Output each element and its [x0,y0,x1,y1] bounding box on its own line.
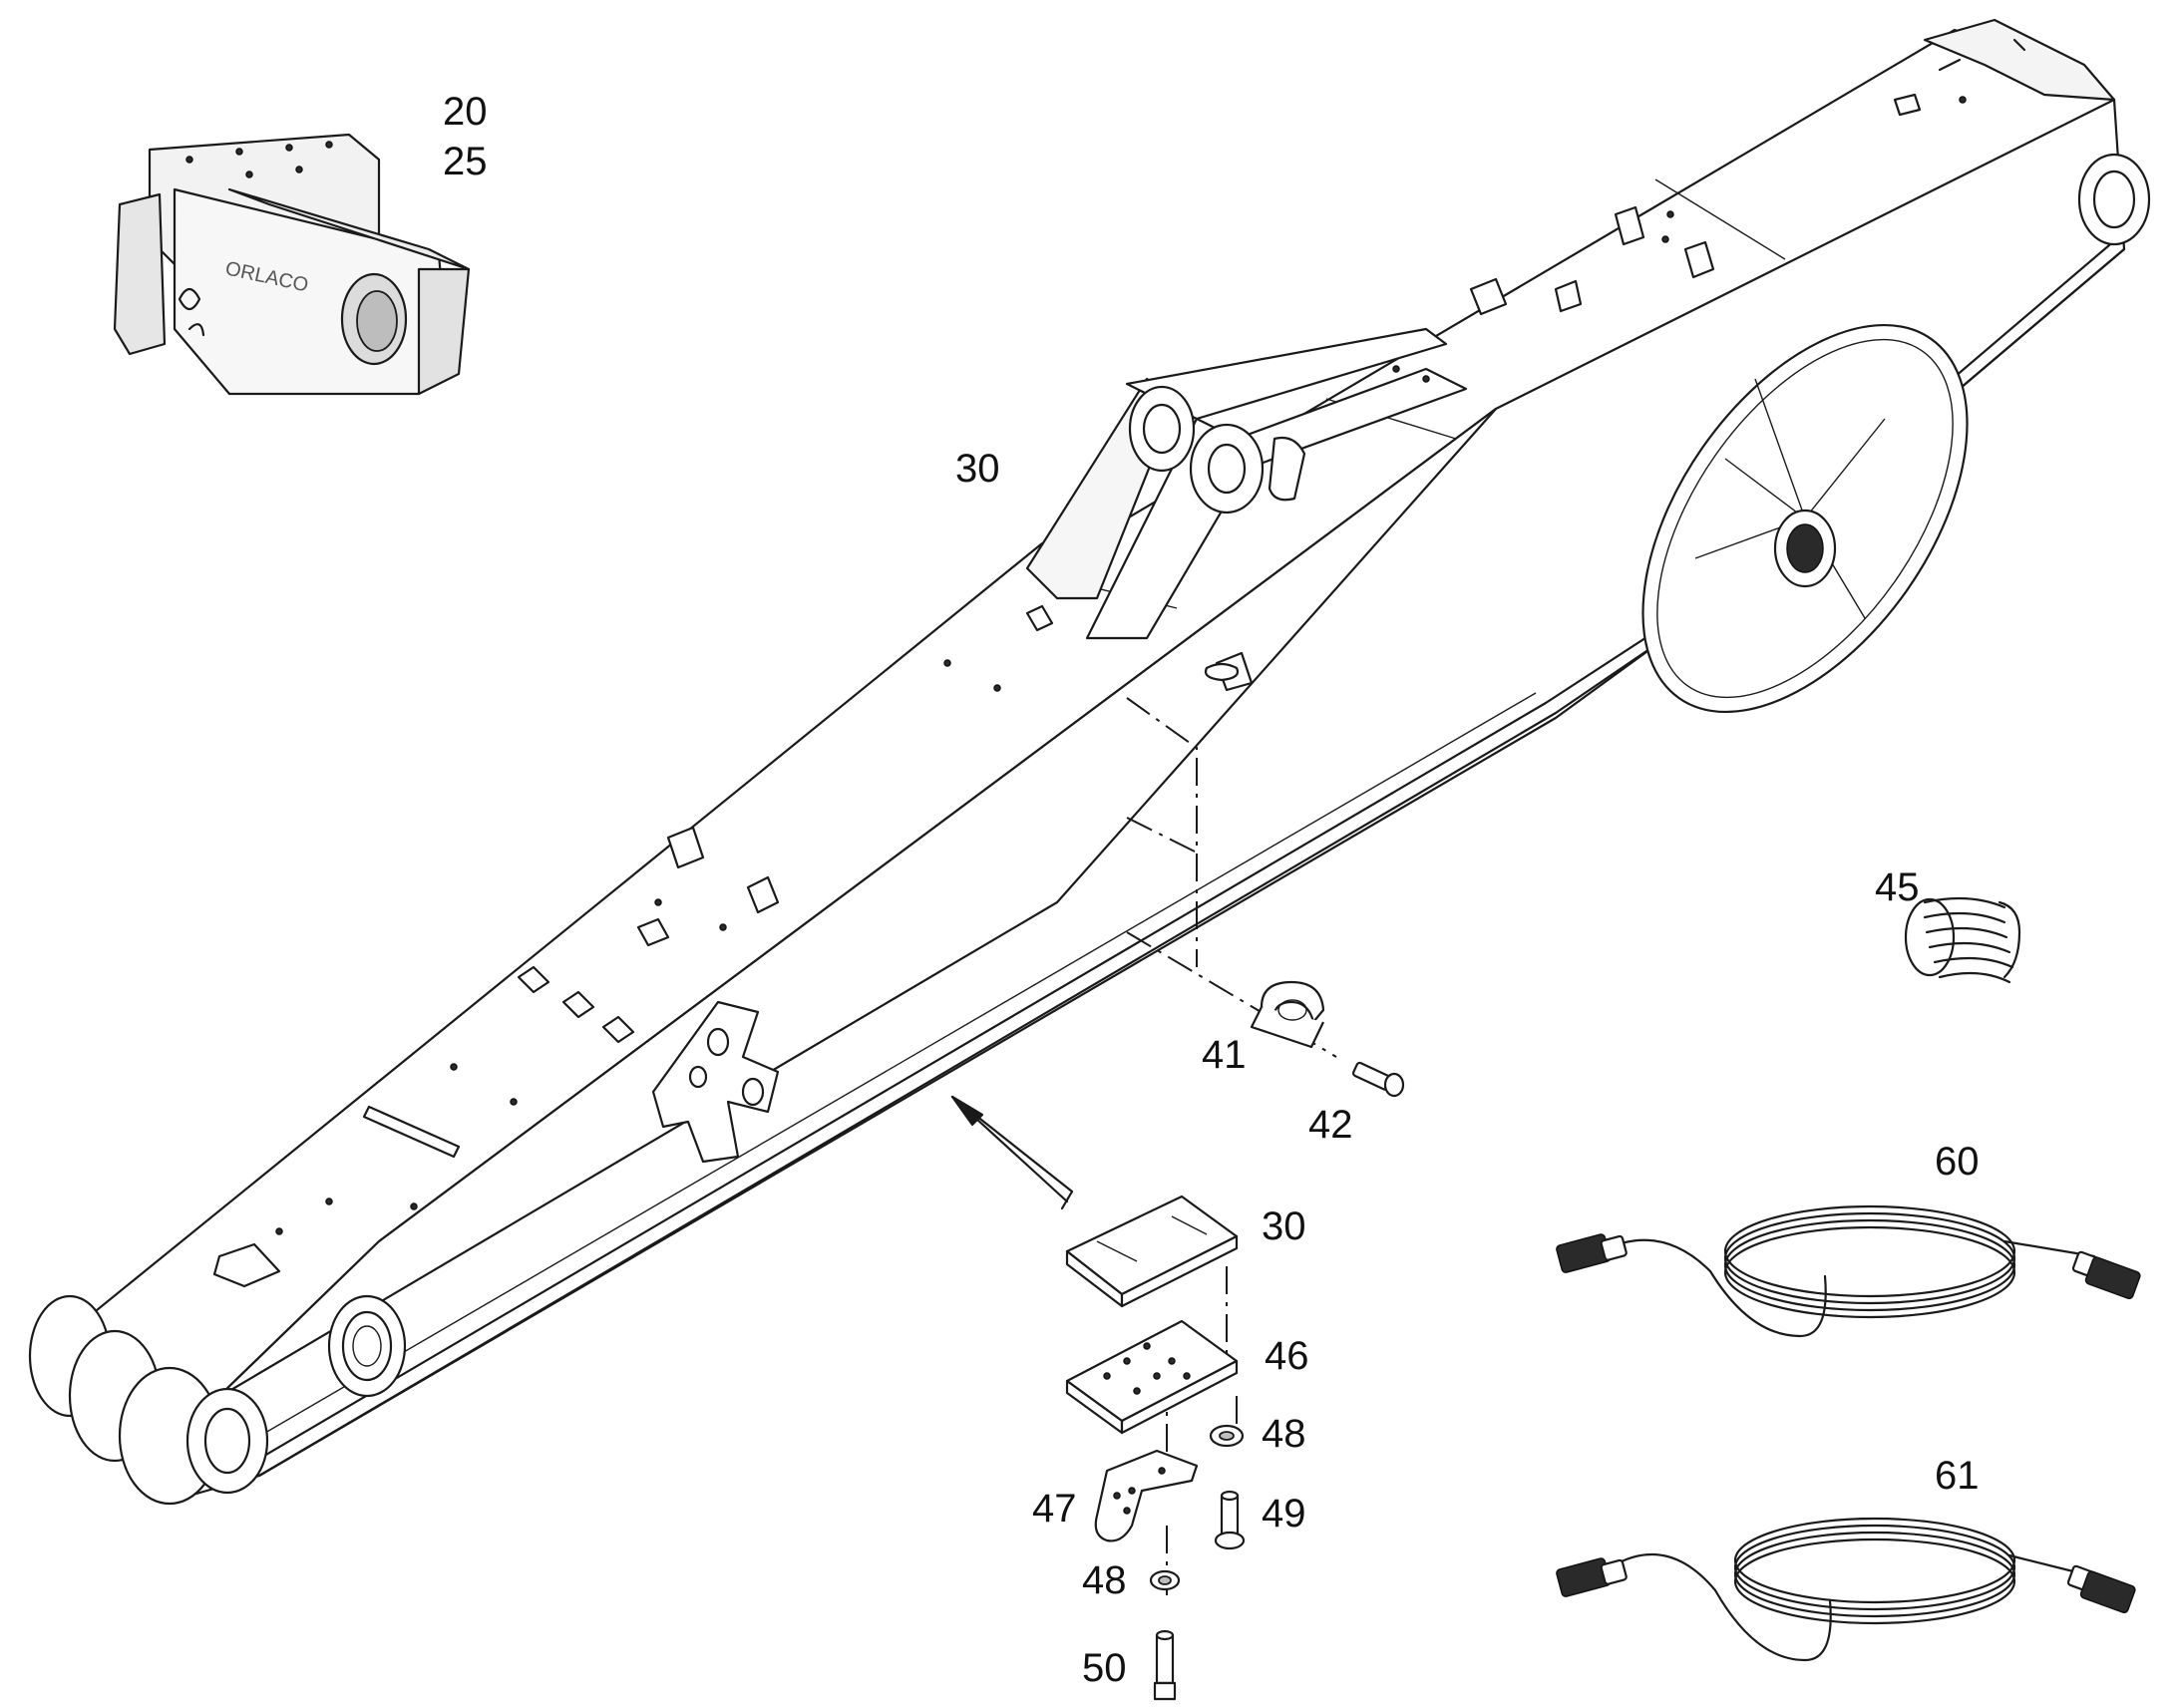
callout-61: 61 [1935,1454,1980,1498]
callout-30-plate: 30 [1262,1204,1306,1248]
part-41-clamp [1250,980,1325,1049]
part-47-bracket [1094,1449,1199,1542]
callout-25: 25 [443,140,488,183]
callout-48-upper: 48 [1262,1412,1306,1456]
part-60-cable [1556,1204,2141,1338]
callout-30-boom: 30 [955,447,1000,491]
callout-47: 47 [1032,1487,1077,1531]
callout-46: 46 [1265,1334,1309,1378]
part-30-plate [1065,1195,1239,1308]
callout-20: 20 [443,90,488,134]
callout-50: 50 [1082,1646,1127,1690]
part-49-bolt [1214,1490,1246,1550]
callout-60: 60 [1935,1140,1980,1184]
callout-42: 42 [1308,1103,1353,1147]
callout-45: 45 [1875,865,1920,909]
camera-assembly: ORLACO [113,133,471,396]
part-48-washers [1149,1424,1245,1591]
callout-49: 49 [1262,1492,1306,1536]
part-42-bolt [1351,1061,1405,1098]
pointer-arrow [950,1095,1074,1210]
callout-41: 41 [1202,1033,1247,1077]
part-46-plate [1065,1319,1239,1435]
callout-48-lower: 48 [1082,1558,1127,1602]
boom-arm [28,18,2151,1506]
part-45-spring [1904,896,2021,984]
part-61-cable [1556,1517,2136,1662]
part-50-bolt [1153,1629,1177,1701]
